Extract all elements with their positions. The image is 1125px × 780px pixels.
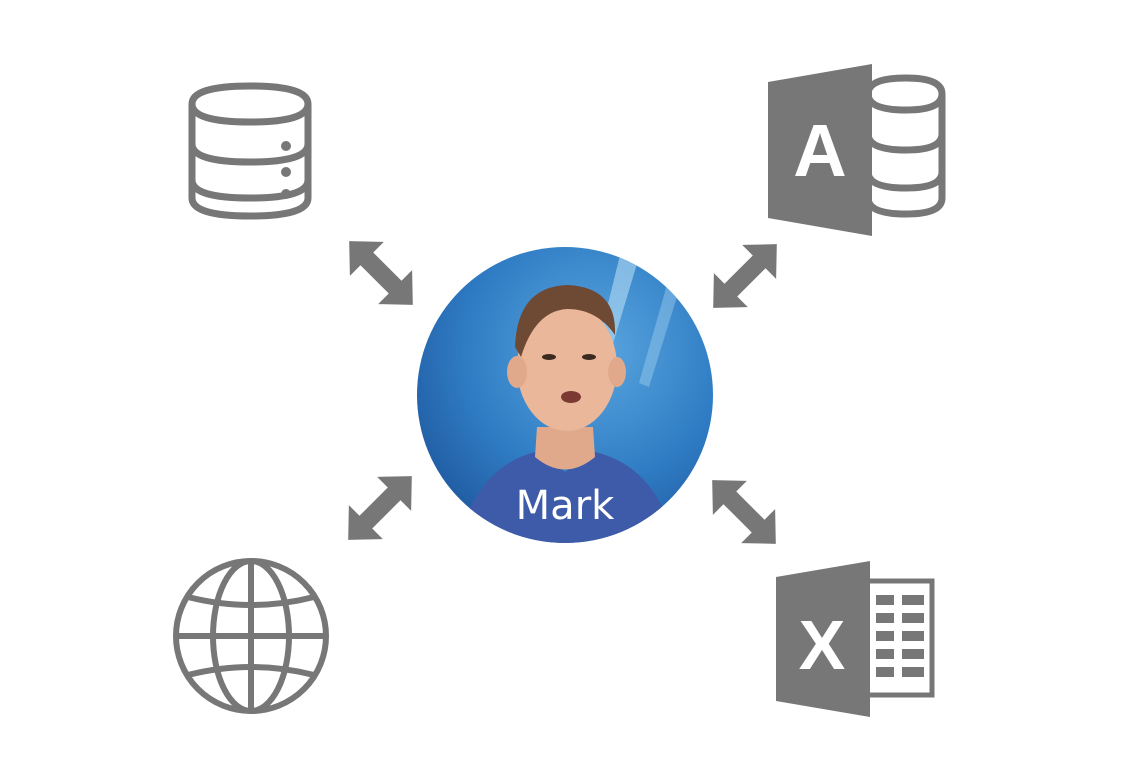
arrow-top-left — [332, 224, 430, 322]
excel-spreadsheet-icon: X — [776, 561, 936, 717]
access-letter: A — [793, 109, 846, 192]
globe-icon — [172, 557, 330, 715]
database-icon — [186, 82, 314, 220]
avatar: Mark — [417, 247, 713, 543]
arrow-bottom-left — [331, 459, 429, 557]
access-database-icon: A — [768, 64, 948, 236]
arrow-top-right — [696, 227, 794, 325]
avatar-name-label: Mark — [515, 483, 615, 529]
excel-letter: X — [799, 606, 846, 684]
